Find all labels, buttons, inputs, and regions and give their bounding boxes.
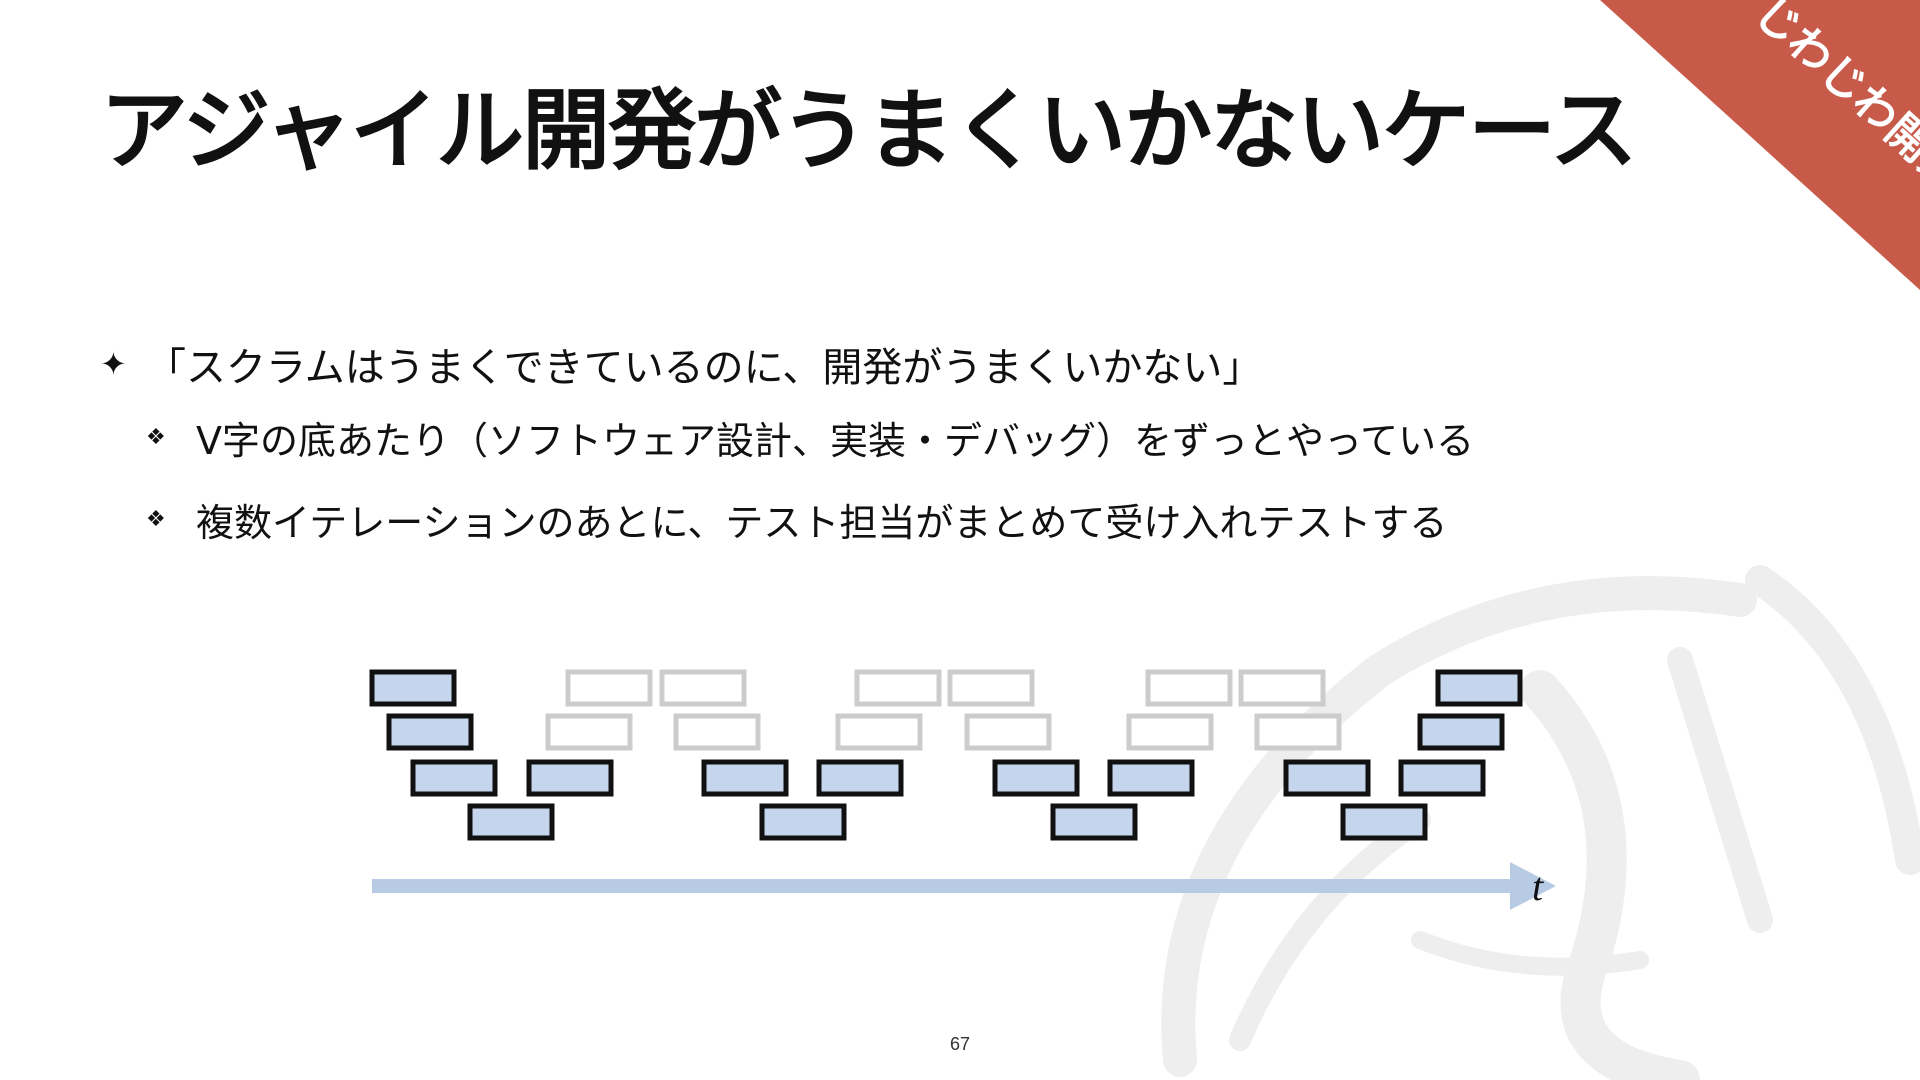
phase-box [1286,762,1368,794]
star-bullet-icon: ✦ [100,345,146,383]
ghost-phase-box [857,672,939,704]
phase-box [1420,716,1502,748]
v-model-diagram: t [360,660,1580,920]
corner-ribbon: じわじわ開発 [1600,0,1920,290]
bullet-sub-1-text: V字の底あたり（ソフトウェア設計、実装・デバッグ）をずっとやっている [196,410,1474,465]
phase-box [529,762,611,794]
ghost-phase-box [676,716,758,748]
phase-box [704,762,786,794]
time-axis [372,862,1556,910]
phase-box [372,672,454,704]
slide-title: アジャイル開発がうまくいかないケース [100,78,1636,184]
ghost-phase-box [1148,672,1230,704]
phase-box [762,806,844,838]
time-axis-label: t [1532,864,1544,909]
bullet-main-text: 「スクラムはうまくできているのに、開発がうまくいかない」 [146,335,1262,393]
phase-box [1110,762,1192,794]
ghost-phase-box [1241,672,1323,704]
ghost-phase-box [838,716,920,748]
ghost-phase-box [548,716,630,748]
diamond-bullet-icon: ❖ [146,425,196,450]
phase-box [1438,672,1520,704]
phase-box [470,806,552,838]
bullet-sub-2: ❖ 複数イテレーションのあとに、テスト担当がまとめて受け入れテストする [146,478,1474,560]
phase-box [1401,762,1483,794]
ghost-phase-box [662,672,744,704]
page-number: 67 [940,1034,980,1055]
time-axis-line [372,879,1522,893]
phase-box [995,762,1077,794]
bullet-sub-2-text: 複数イテレーションのあとに、テスト担当がまとめて受け入れテストする [196,492,1447,547]
phase-box [1053,806,1135,838]
phase-box [819,762,901,794]
ghost-phase-box [1129,716,1211,748]
bullet-list: ✦ 「スクラムはうまくできているのに、開発がうまくいかない」 ❖ V字の底あたり… [100,332,1474,560]
phase-box [1343,806,1425,838]
phase-box [413,762,495,794]
diamond-bullet-icon: ❖ [146,507,196,532]
bullet-main: ✦ 「スクラムはうまくできているのに、開発がうまくいかない」 [100,332,1474,396]
bullet-sub-1: ❖ V字の底あたり（ソフトウェア設計、実装・デバッグ）をずっとやっている [146,396,1474,478]
ghost-phase-box [1257,716,1339,748]
ghost-phase-box [967,716,1049,748]
phase-boxes [372,672,1520,838]
phase-box [389,716,471,748]
ghost-phase-box [950,672,1032,704]
ghost-phase-box [568,672,650,704]
